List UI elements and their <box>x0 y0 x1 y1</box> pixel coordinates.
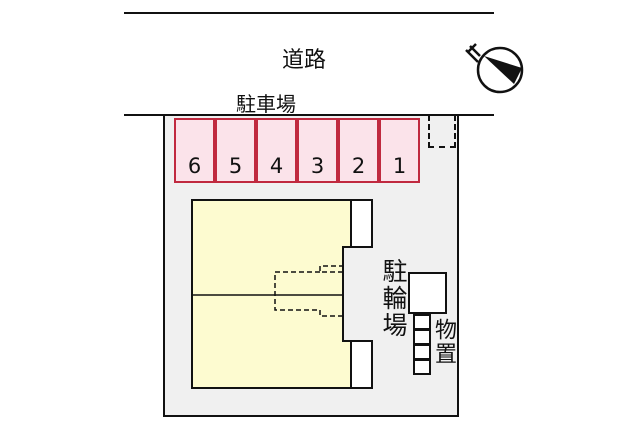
parking-area: 6 5 4 3 2 1 <box>174 118 422 183</box>
step <box>413 314 431 330</box>
step <box>413 344 431 360</box>
bike-parking-label: 駐輪場 <box>379 258 408 339</box>
parking-stall-1: 1 <box>379 118 420 183</box>
parking-stall-4: 4 <box>256 118 297 183</box>
storage-box <box>408 272 447 314</box>
storage-steps <box>413 314 431 377</box>
parking-label: 駐車場 <box>236 92 296 116</box>
road-top-edge <box>124 12 494 14</box>
step <box>413 359 431 375</box>
parking-stall-5: 5 <box>215 118 256 183</box>
dashed-area <box>428 115 456 148</box>
step <box>413 329 431 345</box>
compass-north-arrow-icon <box>465 43 524 94</box>
road-label: 道路 <box>282 48 327 73</box>
parking-stall-3: 3 <box>297 118 338 183</box>
parking-stall-6: 6 <box>174 118 215 183</box>
building <box>191 199 373 389</box>
lot-front-edge <box>124 114 494 116</box>
parking-stall-2: 2 <box>338 118 379 183</box>
storage-label: 物置 <box>431 318 456 366</box>
